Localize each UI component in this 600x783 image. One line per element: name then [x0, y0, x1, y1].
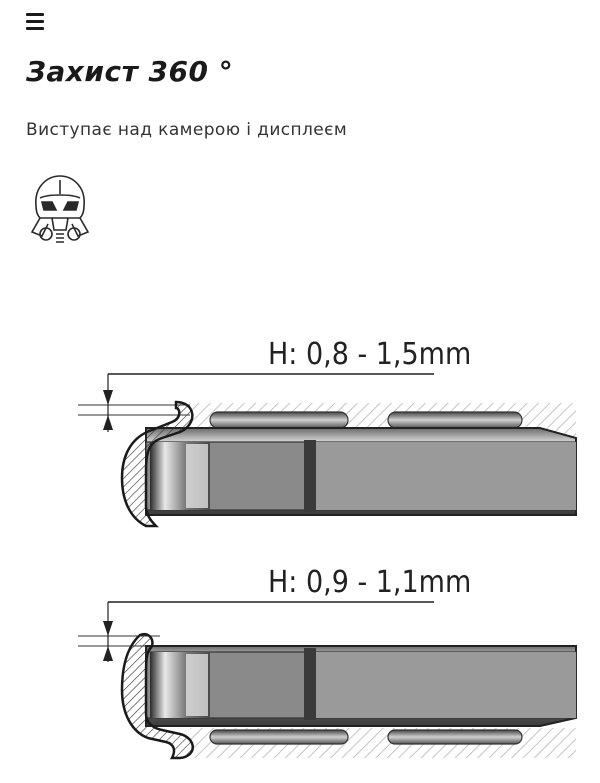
top-height-label: H: 0,8 - 1,5mm	[268, 337, 471, 372]
bottom-diagram: H: 0,9 - 1,1mm	[78, 565, 577, 760]
section-title: Захист 360 °	[26, 55, 234, 88]
section-subtitle: Виступає над камерою і дисплеєм	[26, 120, 348, 140]
top-diagram: H: 0,8 - 1,5mm	[78, 337, 577, 528]
stormtrooper-helmet-icon	[30, 175, 90, 243]
bottom-height-label: H: 0,9 - 1,1mm	[268, 565, 471, 600]
bumper-height-diagram: H: 0,8 - 1,5mm H: 0,9 - 1,1mm	[78, 337, 577, 760]
hamburger-menu-icon[interactable]	[26, 13, 44, 31]
